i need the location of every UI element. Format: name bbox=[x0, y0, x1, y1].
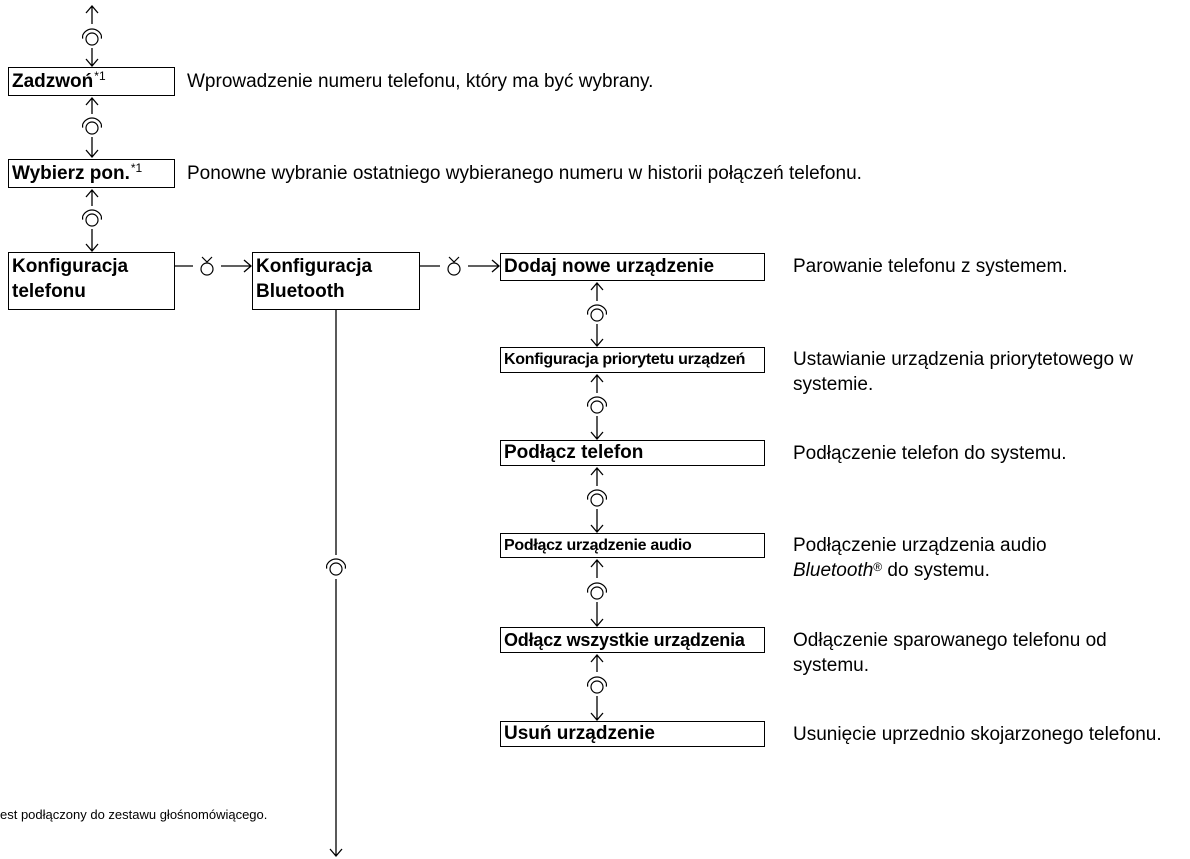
menu-item-label-line: telefonu bbox=[12, 281, 86, 302]
submenu-item-connect-phone: Podłącz telefon bbox=[500, 440, 765, 466]
menu-item-call-description: Wprowadzenie numeru telefonu, który ma b… bbox=[187, 71, 654, 92]
submenu-item-connect-audio-description: Podłączenie urządzenia audio Bluetooth® … bbox=[793, 533, 1047, 585]
menu-item-label-line: Bluetooth bbox=[256, 281, 345, 302]
menu-item-label: Zadzwoń bbox=[12, 70, 94, 92]
down-arrow-icon bbox=[590, 696, 604, 721]
submenu-item-connect-audio: Podłącz urządzenie audio bbox=[500, 533, 765, 558]
down-arrow-icon bbox=[590, 416, 604, 440]
up-arrow-icon bbox=[85, 97, 99, 114]
down-arrow-icon bbox=[85, 229, 99, 252]
menu-item-redial-description: Ponowne wybranie ostatniego wybieranego … bbox=[187, 163, 862, 184]
menu-item-label: Podłącz telefon bbox=[504, 442, 644, 463]
down-arrow-icon bbox=[590, 602, 604, 627]
description-line: systemie. bbox=[793, 374, 874, 395]
menu-item-label: Usuń urządzenie bbox=[504, 723, 655, 744]
menu-item-redial-text: Wybierz pon.*1 bbox=[12, 160, 143, 185]
rotate-dial-icon bbox=[326, 558, 346, 576]
menu-item-redial: Wybierz pon.*1 bbox=[8, 159, 175, 188]
menu-item-label: Podłącz urządzenie audio bbox=[504, 536, 692, 554]
up-arrow-icon bbox=[590, 654, 604, 672]
description-line: Odłączenie sparowanego telefonu od bbox=[793, 630, 1107, 651]
rotate-dial-icon bbox=[81, 209, 103, 227]
footnote-text: est podłączony do zestawu głośnomówiąceg… bbox=[0, 807, 268, 822]
up-arrow-icon bbox=[590, 559, 604, 578]
menu-item-call: Zadzwoń*1 bbox=[8, 67, 175, 96]
footnote-marker: *1 bbox=[130, 160, 143, 175]
menu-item-label: Wybierz pon. bbox=[12, 162, 130, 184]
footnote-marker: *1 bbox=[94, 68, 106, 83]
up-arrow-icon bbox=[590, 374, 604, 393]
down-arrow-icon bbox=[85, 48, 99, 67]
up-arrow-icon bbox=[590, 282, 604, 301]
up-arrow-icon bbox=[85, 5, 99, 24]
rotate-dial-icon bbox=[586, 582, 608, 600]
description-line: Podłączenie telefon do systemu. bbox=[793, 443, 1067, 464]
bluetooth-brand-text: Bluetooth bbox=[793, 560, 874, 581]
down-arrow-icon bbox=[85, 137, 99, 158]
press-dial-icon bbox=[200, 256, 214, 276]
submenu-item-add-device-description: Parowanie telefonu z systemem. bbox=[793, 254, 1068, 279]
description-line: Bluetooth® do systemu. bbox=[793, 558, 1047, 585]
press-dial-icon bbox=[447, 256, 461, 276]
description-line: Ustawianie urządzenia priorytetowego w bbox=[793, 349, 1134, 370]
submenu-item-disconnect-all-description: Odłączenie sparowanego telefonu od syste… bbox=[793, 628, 1107, 678]
menu-item-label-line: Konfiguracja bbox=[12, 256, 129, 277]
rotate-dial-icon bbox=[586, 396, 608, 414]
submenu-item-disconnect-all: Odłącz wszystkie urządzenia bbox=[500, 627, 765, 653]
description-line: Usunięcie uprzednio skojarzonego telefon… bbox=[793, 724, 1162, 745]
menu-item-label: Dodaj nowe urządzenie bbox=[504, 256, 715, 277]
rotate-dial-icon bbox=[81, 28, 103, 46]
submenu-item-add-device: Dodaj nowe urządzenie bbox=[500, 253, 765, 281]
submenu-item-device-priority: Konfiguracja priorytetu urządzeń bbox=[500, 347, 765, 373]
rotate-dial-icon bbox=[586, 676, 608, 694]
up-arrow-icon bbox=[85, 189, 99, 206]
rotate-dial-icon bbox=[81, 117, 103, 135]
menu-item-call-text: Zadzwoń*1 bbox=[12, 68, 106, 93]
submenu-item-remove-device: Usuń urządzenie bbox=[500, 721, 765, 747]
up-arrow-icon bbox=[590, 467, 604, 486]
menu-item-phone-setup: Konfiguracja telefonu bbox=[8, 252, 175, 310]
description-line: systemu. bbox=[793, 655, 870, 676]
description-line: Parowanie telefonu z systemem. bbox=[793, 256, 1068, 277]
down-arrow-icon bbox=[590, 324, 604, 347]
right-arrow-icon bbox=[468, 259, 500, 273]
rotate-dial-icon bbox=[586, 489, 608, 507]
menu-item-bluetooth-setup: Konfiguracja Bluetooth bbox=[252, 252, 420, 310]
description-text: do systemu. bbox=[882, 560, 990, 581]
description-line: Podłączenie urządzenia audio bbox=[793, 535, 1047, 556]
menu-item-label: Odłącz wszystkie urządzenia bbox=[504, 629, 745, 650]
submenu-item-device-priority-description: Ustawianie urządzenia priorytetowego w s… bbox=[793, 347, 1133, 397]
submenu-item-remove-device-description: Usunięcie uprzednio skojarzonego telefon… bbox=[793, 722, 1162, 747]
menu-item-label: Konfiguracja priorytetu urządzeń bbox=[504, 351, 746, 368]
down-arrow-icon bbox=[590, 509, 604, 533]
submenu-item-connect-phone-description: Podłączenie telefon do systemu. bbox=[793, 441, 1067, 466]
menu-item-label-line: Konfiguracja bbox=[256, 256, 373, 277]
down-arrow-icon bbox=[329, 579, 343, 857]
rotate-dial-icon bbox=[586, 304, 608, 322]
registered-mark: ® bbox=[873, 560, 883, 574]
right-arrow-icon bbox=[221, 259, 252, 273]
